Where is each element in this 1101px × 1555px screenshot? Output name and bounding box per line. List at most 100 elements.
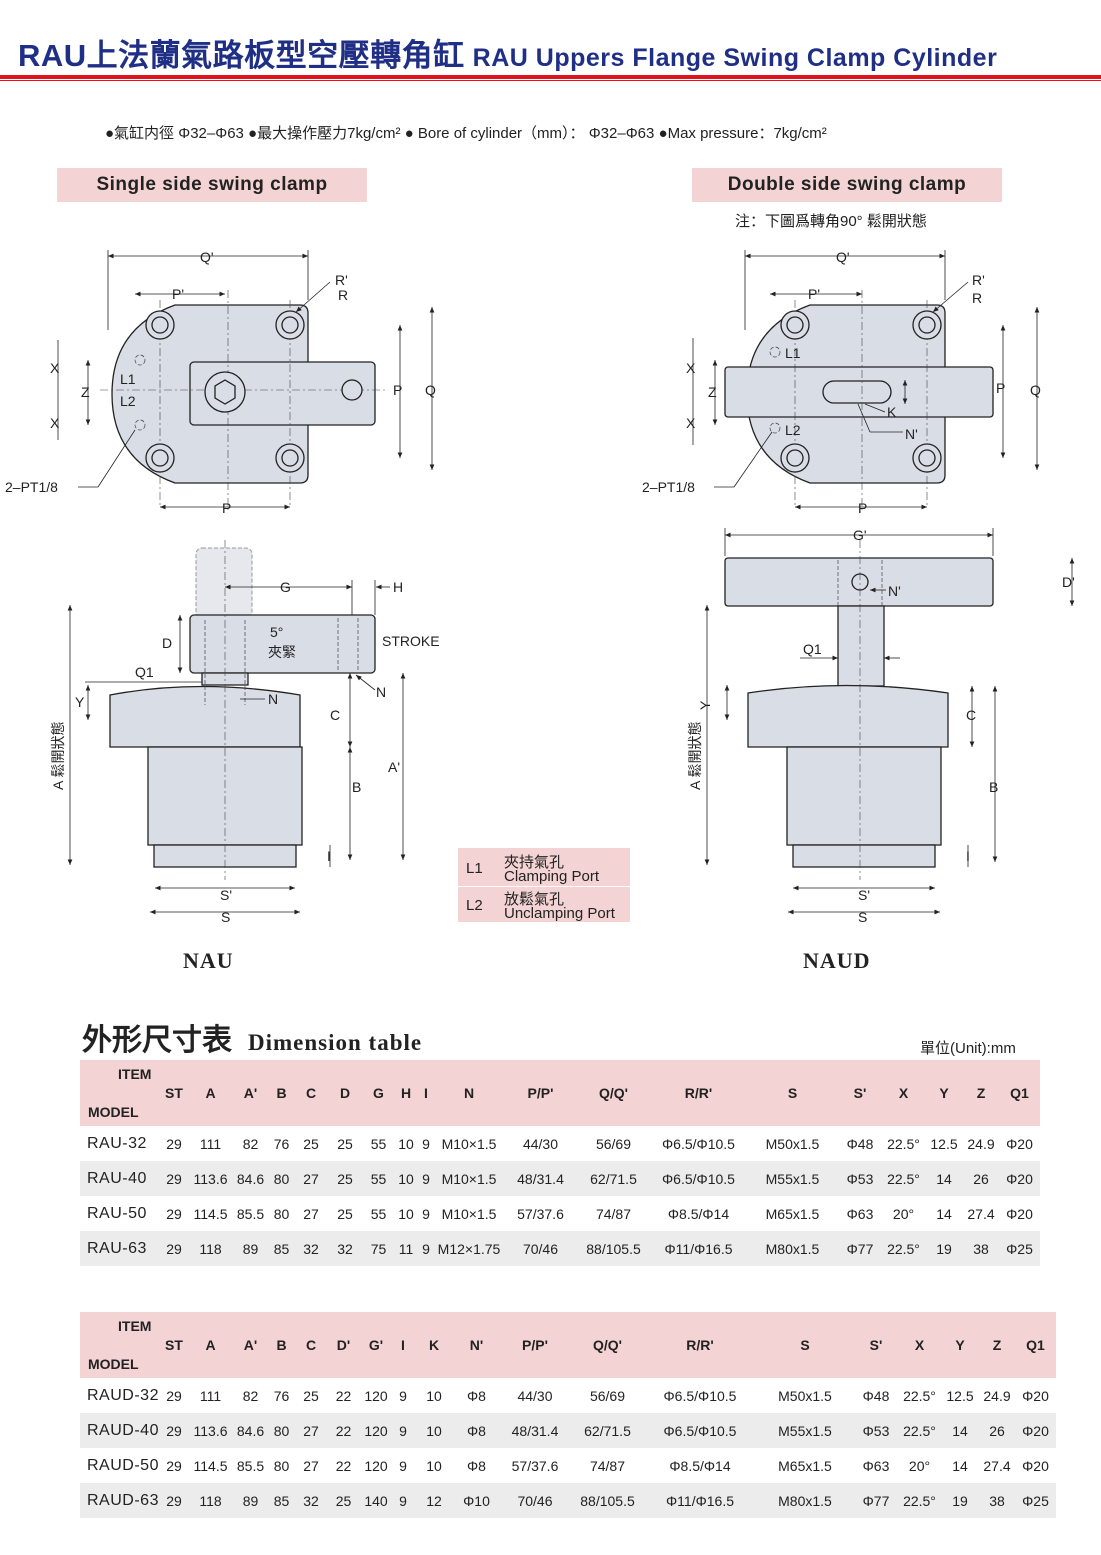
table-cell: 9 — [392, 1483, 414, 1518]
nau-n-label-2: N — [376, 684, 386, 700]
table-cell: 25 — [337, 1205, 353, 1222]
column-header: S' — [854, 1312, 898, 1378]
column-header: P/P' — [504, 1060, 577, 1126]
table-cell: M10×1.5 — [441, 1205, 497, 1222]
legend-row-l1: L1 夾持氣孔 Clamping Port — [458, 850, 630, 886]
table-cell: 9 — [422, 1135, 430, 1152]
table-cell: M55x1.5 — [747, 1161, 838, 1196]
column-header: C — [295, 1312, 327, 1378]
model-cell: RAUD-40 — [80, 1413, 160, 1448]
table-cell: 80 — [268, 1161, 295, 1196]
column-header: Y — [925, 1060, 963, 1126]
nau-r-prime-label: R' — [335, 272, 348, 288]
naud-q-label: Q — [1030, 382, 1041, 398]
dimension-title-zh: 外形尺寸表 — [82, 1023, 232, 1058]
title-divider — [0, 75, 1101, 79]
legend-en: Unclamping Port — [504, 905, 615, 922]
title-en: RAU Uppers Flange Swing Clamp Cylinder — [472, 44, 998, 72]
table-cell: 27.4 — [967, 1205, 995, 1222]
port-legend: L1 夾持氣孔 Clamping Port L2 放鬆氣孔 Unclamping… — [458, 848, 630, 922]
naud-r-prime-label: R' — [972, 272, 985, 288]
table-cell: 9 — [422, 1205, 430, 1222]
table-cell: Φ6.5/Φ10.5 — [662, 1135, 735, 1152]
legend-en: Clamping Port — [504, 868, 600, 885]
naud-s-label: S — [858, 909, 867, 925]
table-cell: 20° — [908, 1457, 931, 1474]
naud-d-prime-label: D' — [1062, 574, 1075, 590]
nau-n-label: N — [268, 691, 278, 707]
table-cell: 27 — [303, 1205, 319, 1222]
table-cell: 10 — [398, 1205, 414, 1222]
table-cell: 22.5° — [887, 1135, 920, 1152]
nau-h-label: H — [393, 579, 403, 595]
table-cell: 29 — [160, 1161, 188, 1196]
table-cell: Φ25 — [999, 1231, 1040, 1266]
table-cell: Φ8.5/Φ14 — [669, 1457, 731, 1474]
column-header: A' — [233, 1312, 268, 1378]
table-cell: 55 — [370, 1135, 387, 1152]
table-cell: Φ63 — [862, 1457, 890, 1474]
table-cell: 120 — [364, 1457, 388, 1474]
table-cell: 12.5 — [946, 1387, 974, 1404]
table-cell: 57/37.6 — [511, 1457, 559, 1474]
table-cell: 56/69 — [595, 1135, 632, 1152]
table-cell: 48/31.4 — [499, 1413, 571, 1448]
model-cell: RAU-40 — [80, 1161, 160, 1196]
table-cell: 85 — [268, 1231, 295, 1266]
table-cell: 56/69 — [589, 1387, 626, 1404]
table-cell: 29 — [166, 1457, 182, 1474]
naud-n-prime-label: N' — [905, 426, 918, 442]
table-cell: 44/30 — [522, 1135, 559, 1152]
table-cell: 20° — [892, 1205, 915, 1222]
table-cell: 29 — [166, 1387, 182, 1404]
table-cell: 14 — [941, 1413, 979, 1448]
naud-p-label: P — [996, 380, 1005, 396]
column-header: G — [363, 1060, 394, 1126]
naud-s-prime-label: S' — [858, 887, 870, 903]
naud-pt-label: 2–PT1/8 — [642, 479, 695, 495]
legend-code: L2 — [466, 897, 483, 914]
nau-q1-label: Q1 — [135, 664, 154, 680]
table-cell: 19 — [925, 1231, 963, 1266]
table-cell: 62/71.5 — [571, 1413, 644, 1448]
table-cell: 80 — [273, 1457, 290, 1474]
table-cell: 10 — [426, 1387, 442, 1404]
nau-i-label: I — [327, 848, 331, 864]
table-cell: 80 — [273, 1205, 290, 1222]
unit-label: 單位(Unit):mm — [920, 1040, 1016, 1057]
table-cell: 88/105.5 — [571, 1483, 644, 1518]
table-cell: Φ20 — [1022, 1387, 1049, 1404]
single-heading: Single side swing clamp — [57, 168, 367, 202]
table-cell: 10 — [398, 1135, 414, 1152]
column-header: Q/Q' — [577, 1060, 650, 1126]
column-header: Z — [963, 1060, 999, 1126]
table-cell: 22.5° — [882, 1161, 925, 1196]
table-cell: 32 — [327, 1231, 363, 1266]
table-cell: Φ77 — [854, 1483, 898, 1518]
table-cell: 19 — [941, 1483, 979, 1518]
table-cell: 14 — [936, 1205, 952, 1222]
table-cell: 9 — [418, 1231, 434, 1266]
table-cell: 32 — [295, 1483, 327, 1518]
table-cell: 38 — [979, 1483, 1015, 1518]
table-cell: 25 — [337, 1135, 353, 1152]
table-cell: 88/105.5 — [577, 1231, 650, 1266]
nau-x-label-top: X — [50, 360, 60, 376]
column-header: D' — [327, 1312, 360, 1378]
title-zh: RAU上法蘭氣路板型空壓轉角缸 — [18, 38, 465, 73]
nau-p-bottom-label: P — [222, 500, 231, 516]
table-cell: 22.5° — [903, 1387, 936, 1404]
table-cell: 22.5° — [882, 1231, 925, 1266]
table-cell: Φ63 — [846, 1205, 874, 1222]
model-label: MODEL — [88, 1104, 139, 1120]
table-cell: 85 — [268, 1483, 295, 1518]
